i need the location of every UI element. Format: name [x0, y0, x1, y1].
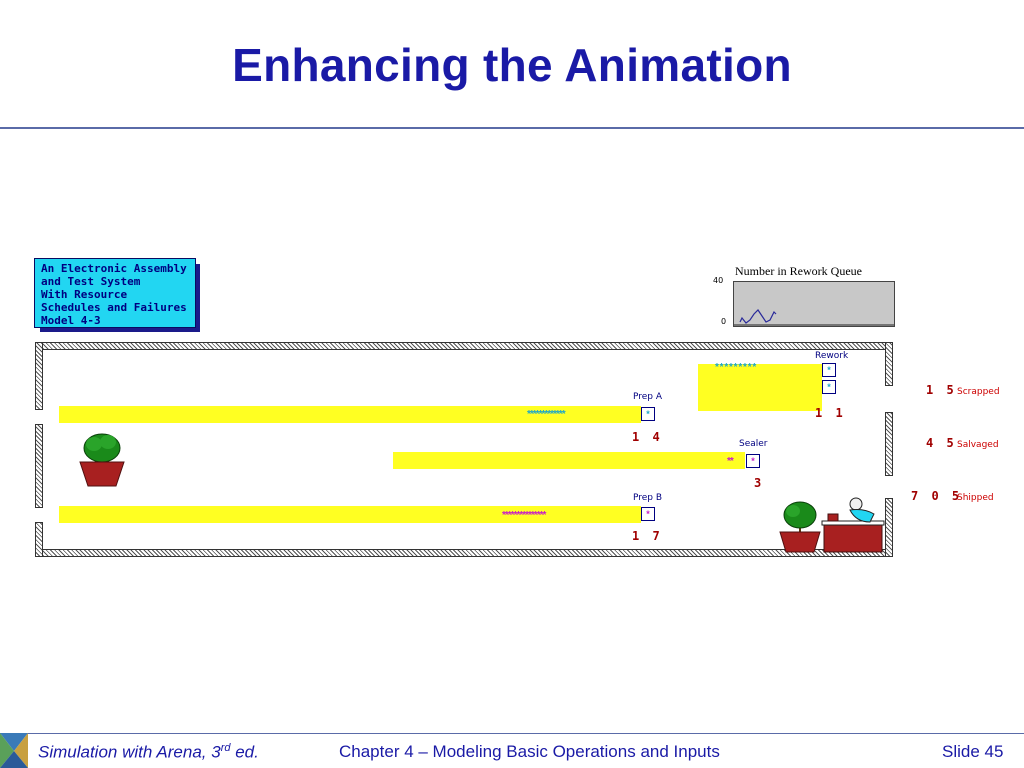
top-wall — [35, 342, 893, 350]
left-wall-middle — [35, 424, 43, 508]
prep-b-station: * — [641, 507, 655, 521]
prep-b-conveyor — [59, 506, 641, 523]
scrapped-count: 1 5 — [926, 383, 957, 397]
right-wall-middle — [885, 412, 893, 476]
rework-count: 1 1 — [815, 406, 846, 420]
sealer-label: Sealer — [739, 439, 768, 449]
prep-b-queue: *************** — [502, 510, 546, 521]
sealer-count: 3 — [754, 476, 765, 490]
info-line: Schedules and Failures — [41, 301, 187, 314]
plot-title: Number in Rework Queue — [735, 264, 862, 278]
salvaged-label: Salvaged — [957, 440, 999, 450]
model-info-box: An Electronic Assembly and Test System W… — [34, 258, 196, 328]
prep-a-count: 1 4 — [632, 430, 663, 444]
footer-slide-number: Slide 45 — [942, 742, 1004, 761]
prep-a-station: * — [641, 407, 655, 421]
salvaged-count: 4 5 — [926, 436, 957, 450]
prep-b-label: Prep B — [633, 493, 663, 503]
left-wall-upper — [35, 342, 43, 410]
page-title: Enhancing the Animation — [232, 39, 792, 91]
shipping-desk-icon — [821, 497, 885, 553]
scrapped-label: Scrapped — [957, 387, 1000, 397]
arena-logo-icon — [0, 733, 28, 768]
info-line: Model 4-3 — [41, 314, 101, 327]
info-line: and Test System — [41, 275, 141, 288]
sealer-station: * — [746, 454, 760, 468]
info-line: An Electronic Assembly — [41, 262, 187, 275]
rework-queue: * * * * * * * * * — [715, 362, 756, 373]
rework-queue-plot — [733, 281, 895, 327]
sealer-queue: ** — [727, 456, 734, 467]
shipped-count: 7 0 5 — [911, 489, 963, 503]
right-wall-lower — [885, 498, 893, 557]
bottom-wall — [35, 549, 893, 557]
prep-a-conveyor — [59, 406, 641, 423]
shipped-label: Shipped — [957, 493, 994, 503]
potted-plant-icon — [779, 501, 821, 553]
rework-area — [698, 364, 822, 411]
prep-a-queue: ************* — [527, 409, 566, 420]
title-divider — [0, 127, 1024, 129]
plot-y-min: 0 — [721, 317, 727, 326]
plot-trace — [734, 309, 894, 326]
left-wall-lower — [35, 522, 43, 557]
sealer-conveyor — [393, 452, 745, 469]
rework-station-1: * — [822, 363, 836, 377]
right-wall-upper — [885, 342, 893, 386]
info-line: With Resource — [41, 288, 128, 301]
footer-book: Simulation with Arena, 3rd ed. — [38, 742, 259, 762]
prep-a-label: Prep A — [633, 392, 663, 402]
potted-plant-icon — [79, 433, 125, 487]
rework-station-2: * — [822, 380, 836, 394]
plot-y-max: 40 — [713, 276, 724, 285]
rework-label: Rework — [815, 351, 849, 361]
prep-b-count: 1 7 — [632, 529, 663, 543]
footer-divider — [0, 733, 1024, 734]
footer-chapter: Chapter 4 – Modeling Basic Operations an… — [339, 742, 720, 761]
